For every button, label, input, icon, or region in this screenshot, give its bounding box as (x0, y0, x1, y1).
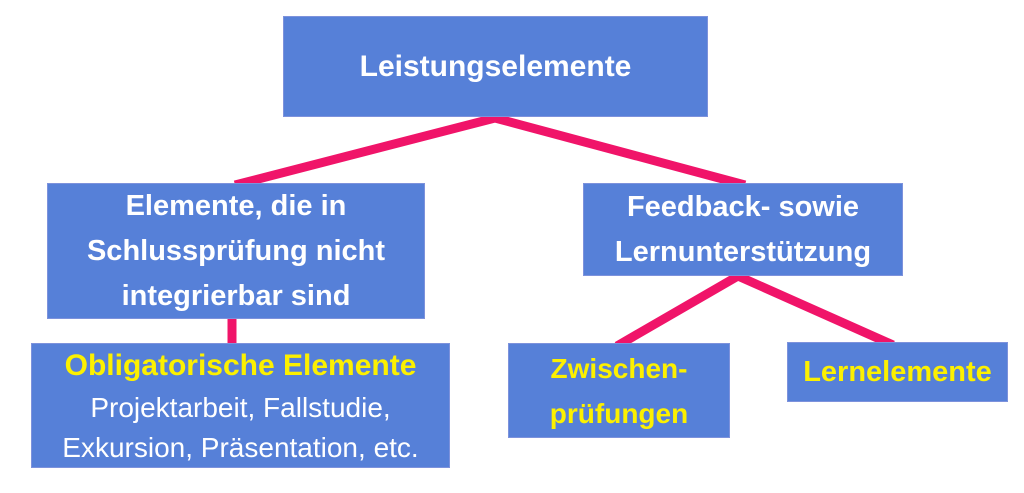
node-label-line: Schlussprüfung nicht (86, 234, 386, 267)
node-leistungselemente-label: Leistungselemente (359, 49, 632, 83)
node-lernelemente: Lernelemente (787, 342, 1008, 402)
node-label-line: Zwischen- (550, 352, 688, 384)
node-feedback-lernunterstuetzung: Feedback- sowie Lernunterstützung (583, 183, 903, 276)
node-lernelemente-label: Lernelemente (803, 355, 992, 388)
node-obligatorische-elemente: Obligatorische Elemente Projektarbeit, F… (31, 343, 450, 468)
node-detail-line: Projektarbeit, Fallstudie, (90, 391, 391, 423)
node-detail-line: Exkursion, Präsentation, etc. (62, 431, 419, 463)
node-zwischenpruefungen: Zwischen- prüfungen (508, 343, 730, 438)
node-label-line: prüfungen (549, 397, 689, 429)
node-label-line: Elemente, die in (125, 189, 347, 222)
node-elemente-nicht-integrierbar: Elemente, die in Schlussprüfung nicht in… (47, 183, 425, 319)
node-label-line: Lernunterstützung (614, 235, 872, 268)
node-obligatorische-title: Obligatorische Elemente (64, 348, 417, 382)
node-label-line: integrierbar sind (121, 279, 351, 312)
node-leistungselemente: Leistungselemente (283, 16, 708, 117)
connector-root-to-branches (233, 113, 747, 190)
connector-right-to-children (614, 270, 895, 350)
node-label-line: Feedback- sowie (626, 190, 860, 223)
